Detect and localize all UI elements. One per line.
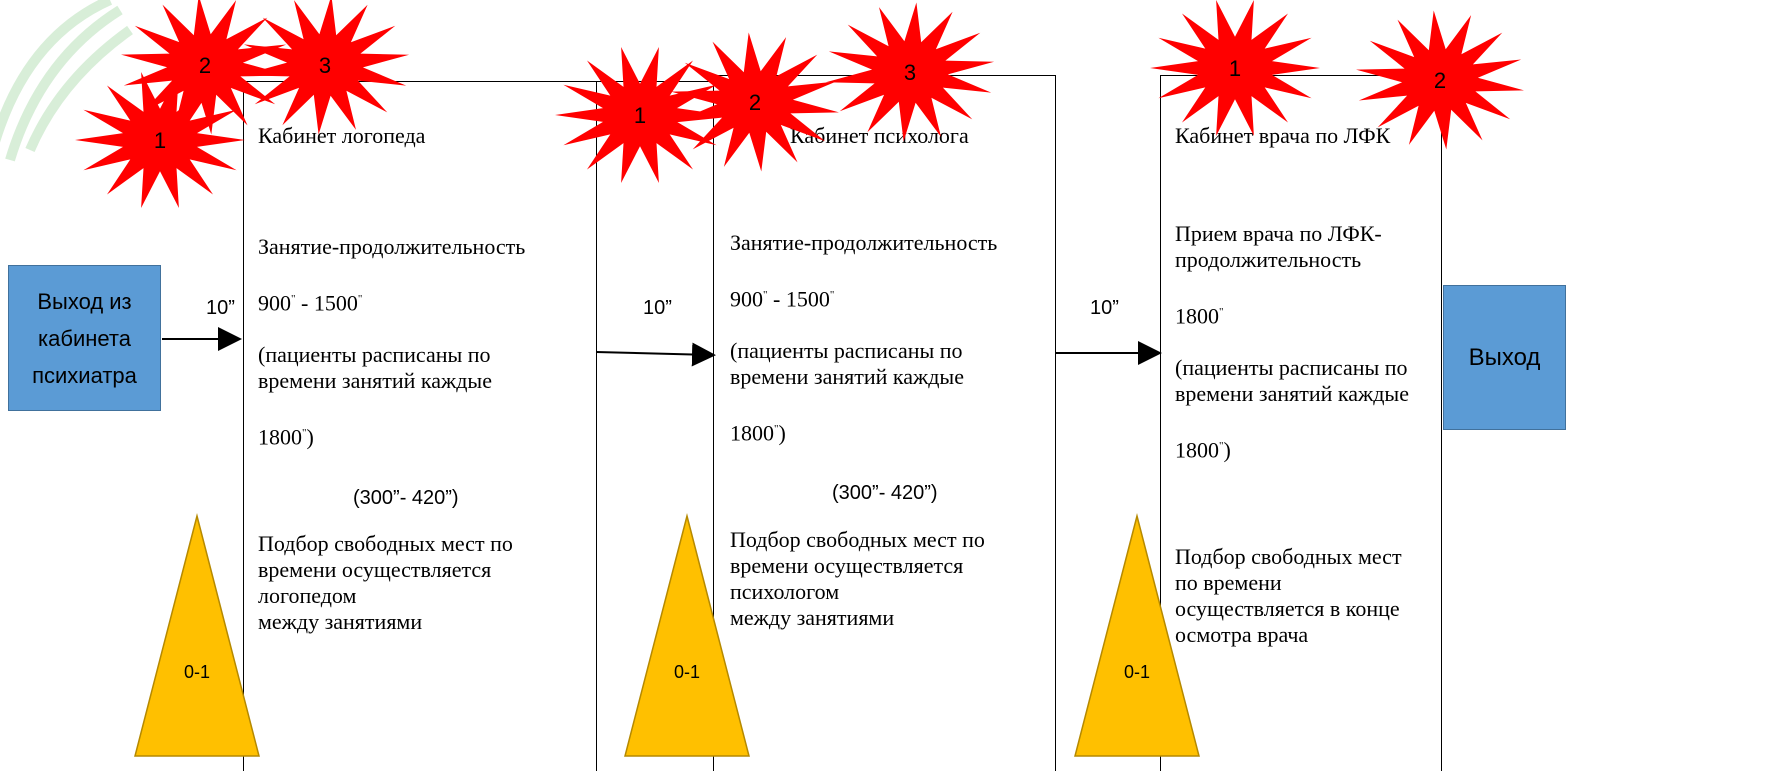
transition-label-1: 10” <box>206 297 235 319</box>
red-explosion-star-icon <box>1150 0 1320 136</box>
exit-box: Выход <box>1443 285 1566 430</box>
red-explosion-star-icon <box>240 0 410 135</box>
burst-number: 3 <box>319 53 331 78</box>
room2-title: Кабинет психолога <box>790 123 969 148</box>
background-decoration <box>0 0 133 162</box>
warning-triangle-2: 0-1 <box>624 513 750 757</box>
burst-room1-3: 3 <box>240 0 410 135</box>
burst-room3-1: 1 <box>1150 0 1320 136</box>
room2-left-wall <box>596 81 597 761</box>
room2-schedule-note: (пациенты расписаны по времени занятий к… <box>730 338 964 390</box>
burst-room2-3: 3 <box>825 2 995 142</box>
room2-duration-time: 900" - 1500" <box>730 286 835 312</box>
room1-schedule-note: (пациенты расписаны по времени занятий к… <box>258 342 492 394</box>
triangle-label: 0-1 <box>184 662 210 682</box>
transition-label-2: 10” <box>643 297 672 319</box>
burst-number: 1 <box>1229 56 1241 81</box>
room-exercise-therapy-doctor <box>1160 75 1442 771</box>
entry-box-label: Выход из кабинета психиатра <box>32 288 137 388</box>
transition-label-3: 10” <box>1090 297 1119 319</box>
room3-selection-note: Подбор свободных мест по времени осущест… <box>1175 543 1402 647</box>
burst-number: 1 <box>634 103 646 128</box>
room2-break-time: (300”- 420”) <box>832 482 938 504</box>
room3-schedule-time: 1800") <box>1175 437 1231 463</box>
triangle-label: 0-1 <box>674 662 700 682</box>
warning-triangle-1: 0-1 <box>134 513 260 757</box>
burst-number: 2 <box>749 90 761 115</box>
burst-room2-1: 1 <box>555 47 725 183</box>
room1-selection-note: Подбор свободных мест по времени осущест… <box>258 530 513 634</box>
warning-triangle-3: 0-1 <box>1074 513 1200 757</box>
red-explosion-star-icon <box>75 72 245 208</box>
room2-text: Кабинет психолога Занятие-продолжительно… <box>730 97 1050 657</box>
room2-duration-label: Занятие-продолжительность <box>730 230 998 255</box>
arrow-room1-to-room2 <box>595 342 716 367</box>
room1-title: Кабинет логопеда <box>258 123 426 148</box>
warning-triangle-icon <box>134 513 260 757</box>
room3-text: Кабинет врача по ЛФК Прием врача по ЛФК-… <box>1175 97 1437 674</box>
room1-schedule-time: 1800") <box>258 424 314 450</box>
red-explosion-star-icon <box>121 0 289 135</box>
red-explosion-star-icon <box>555 47 725 183</box>
burst-number: 3 <box>904 60 916 85</box>
burst-room1-1: 1 <box>75 72 245 208</box>
room3-title: Кабинет врача по ЛФК <box>1175 123 1391 148</box>
room1-break-time: (300”- 420”) <box>353 487 459 509</box>
room1-duration-label: Занятие-продолжительность <box>258 234 526 259</box>
exit-box-label: Выход <box>1468 343 1541 371</box>
burst-room3-2: 2 <box>1356 10 1524 150</box>
room1-text: Кабинет логопеда Занятие-продолжительнос… <box>258 97 588 661</box>
room3-duration-time: 1800" <box>1175 303 1224 329</box>
room3-duration-label: Прием врача по ЛФК- продолжительность <box>1175 221 1382 272</box>
red-explosion-star-icon <box>671 32 839 172</box>
room2-selection-note: Подбор свободных мест по времени осущест… <box>730 526 985 630</box>
entry-box: Выход из кабинета психиатра <box>8 265 161 411</box>
burst-room1-2: 2 <box>121 0 289 135</box>
room1-duration-time: 900" - 1500" <box>258 290 363 316</box>
red-explosion-star-icon <box>1356 10 1524 150</box>
burst-room2-2: 2 <box>671 32 839 172</box>
room3-schedule-note: (пациенты расписаны по времени занятий к… <box>1175 355 1409 407</box>
red-explosion-star-icon <box>825 2 995 142</box>
warning-triangle-icon <box>1074 513 1200 757</box>
burst-number: 2 <box>199 53 211 78</box>
triangle-label: 0-1 <box>1124 662 1150 682</box>
burst-number: 1 <box>154 128 166 153</box>
burst-number: 2 <box>1434 68 1446 93</box>
warning-triangle-icon <box>624 513 750 757</box>
room2-schedule-time: 1800") <box>730 420 786 446</box>
